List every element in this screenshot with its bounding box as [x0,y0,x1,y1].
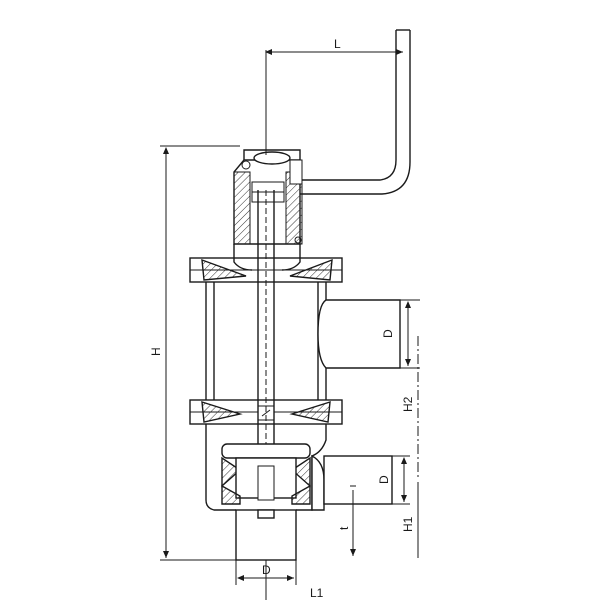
upper-port [317,299,401,369]
dim-label-H2: H2 [401,396,415,412]
handle-lever [300,29,411,195]
dim-label-H1: H1 [401,516,415,532]
dim-label-t: t [337,526,351,530]
valve-bonnet [233,149,303,245]
dimension-lines [160,49,420,600]
dim-label-L: L [334,37,341,51]
valve-stem [257,190,275,470]
dim-label-D-bottom: D [262,563,271,577]
lower-port [311,454,393,511]
bottom-outlet [235,509,297,561]
dim-label-D-lower-port: D [377,475,391,484]
dim-label-D-upper-port: D [381,329,395,338]
dim-label-H: H [149,347,163,356]
dim-label-L1: L1 [310,586,324,600]
